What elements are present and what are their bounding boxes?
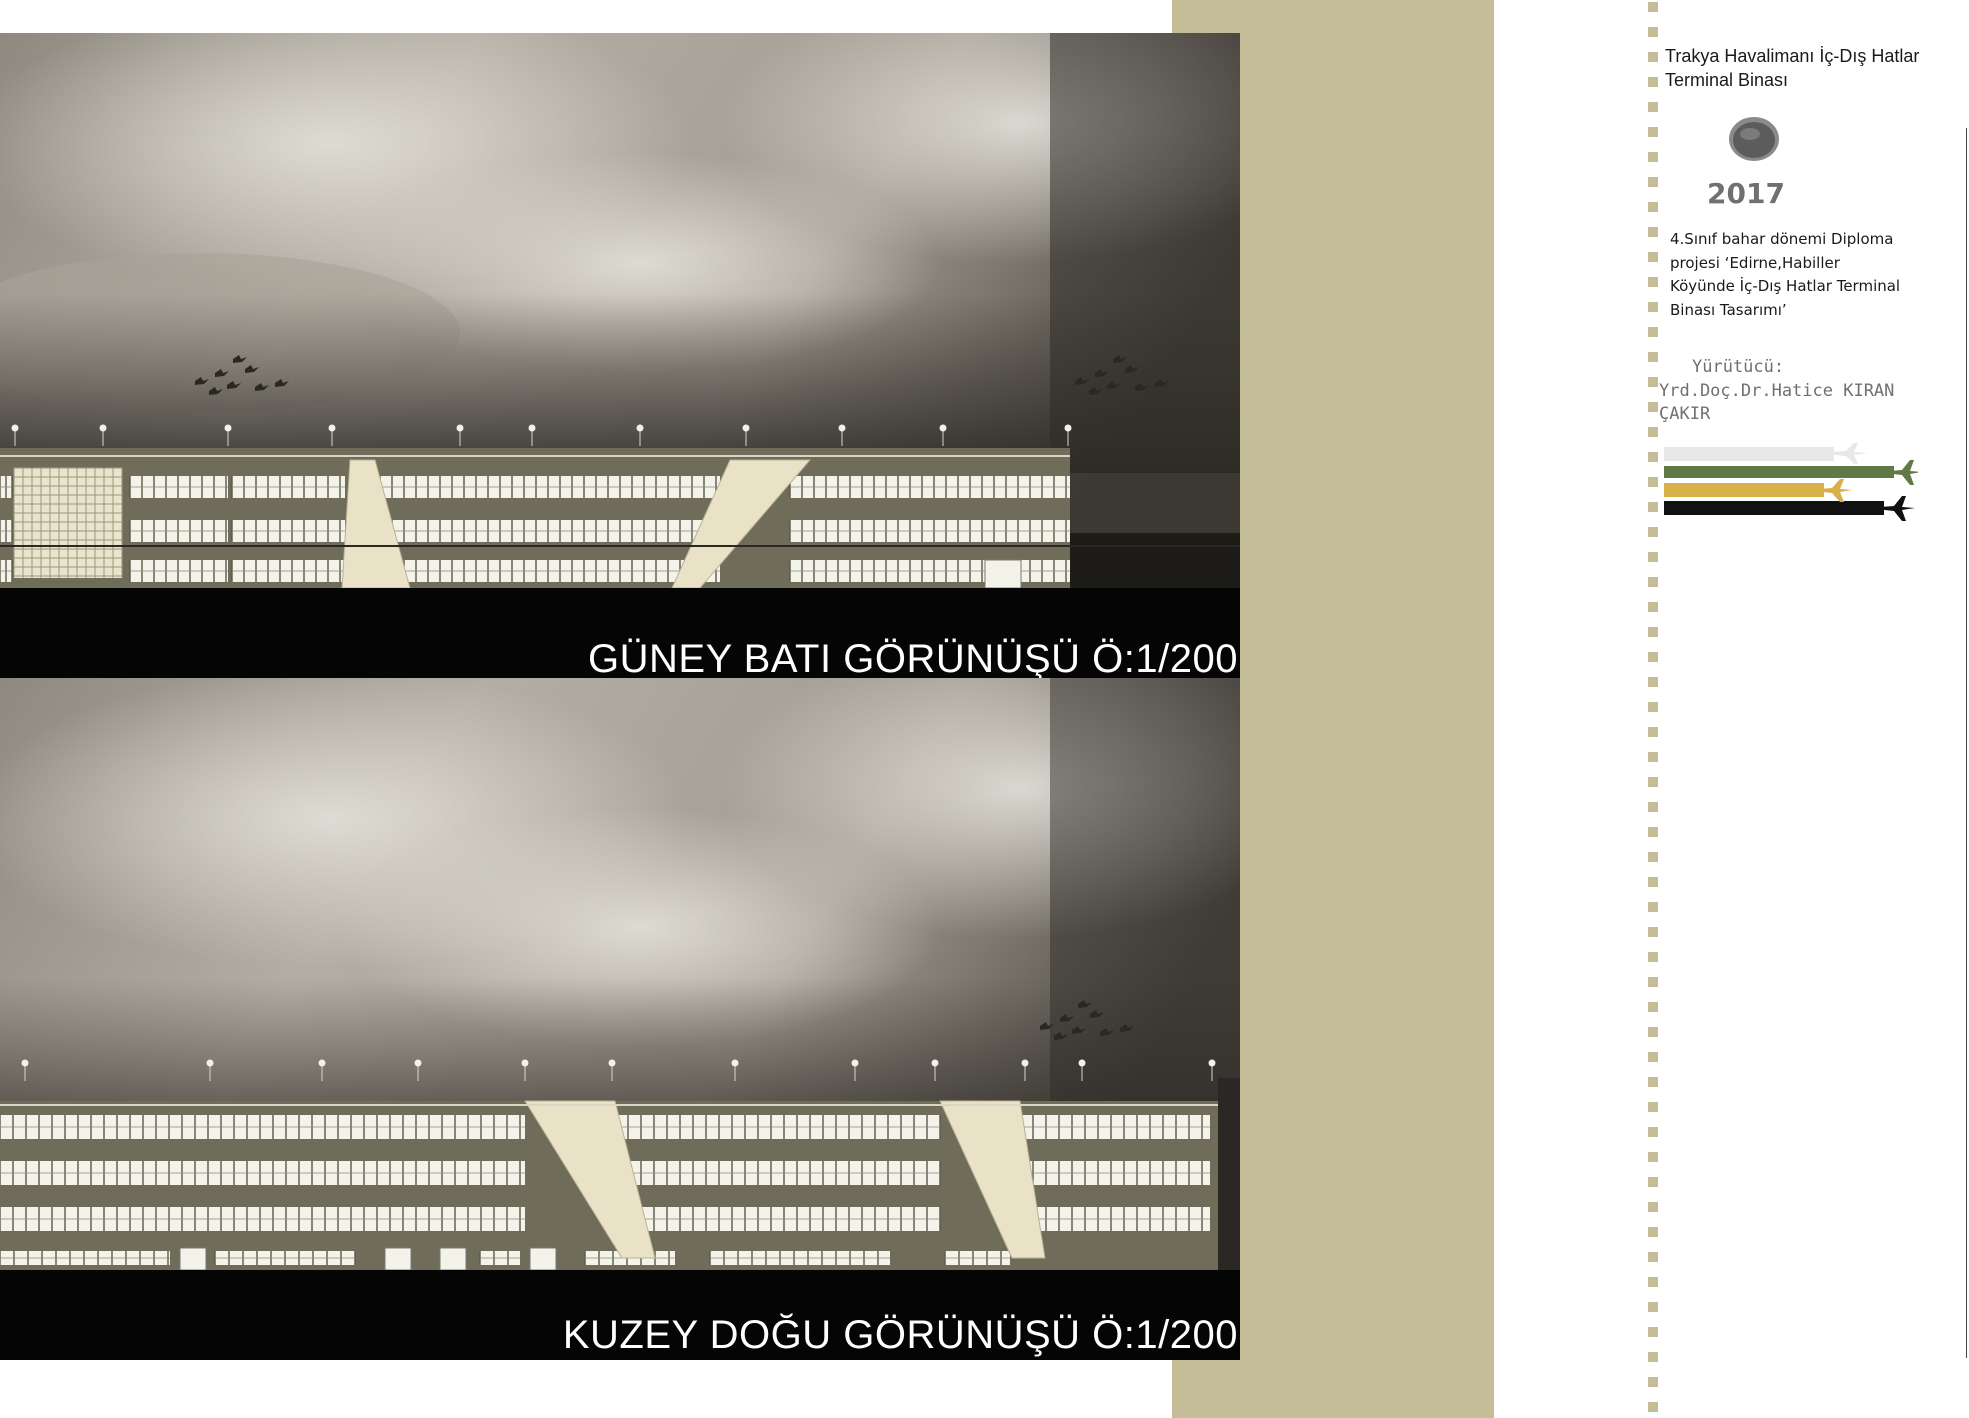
divider-dot <box>1648 502 1658 512</box>
divider-dot <box>1648 1127 1658 1137</box>
divider-dot <box>1648 1177 1658 1187</box>
project-year: 2017 <box>1707 177 1785 210</box>
divider-dot <box>1648 1252 1658 1262</box>
divider-dot <box>1648 1402 1658 1412</box>
divider-dot <box>1648 1077 1658 1087</box>
divider-dot <box>1648 702 1658 712</box>
dotted-divider <box>1648 0 1660 1418</box>
divider-dot <box>1648 377 1658 387</box>
project-description: 4.Sınıf bahar dönemi Diploma projesi ‘Ed… <box>1670 230 1901 319</box>
divider-dot <box>1648 477 1658 487</box>
light-poles <box>11 424 1072 446</box>
birds-icon <box>195 355 289 395</box>
divider-dot <box>1648 602 1658 612</box>
divider-dot <box>1648 652 1658 662</box>
divider-dot <box>1648 277 1658 287</box>
divider-dot <box>1648 152 1658 162</box>
southwest-elevation: GÜNEY BATI GÖRÜNÜŞÜ Ö:1/200 <box>0 33 1240 678</box>
divider-dot <box>1648 227 1658 237</box>
northeast-elevation-drawing <box>0 678 1240 1360</box>
divider-dot <box>1648 877 1658 887</box>
southwest-elevation-title: GÜNEY BATI GÖRÜNÜŞÜ Ö:1/200 <box>588 637 1238 678</box>
right-border-line <box>1966 128 1967 1358</box>
supervisor-name: Yrd.Doç.Dr.Hatice KIRAN ÇAKIR <box>1659 381 1895 424</box>
divider-dot <box>1648 127 1658 137</box>
divider-dot <box>1648 952 1658 962</box>
northeast-elevation-title: KUZEY DOĞU GÖRÜNÜŞÜ Ö:1/200 <box>562 1313 1238 1357</box>
divider-dot <box>1648 77 1658 87</box>
divider-dot <box>1648 1102 1658 1112</box>
divider-dot <box>1648 427 1658 437</box>
supervisor-label: Yürütücü: <box>1692 357 1785 377</box>
divider-dot <box>1648 677 1658 687</box>
divider-dot <box>1648 1377 1658 1387</box>
divider-dot <box>1648 852 1658 862</box>
divider-dot <box>1648 527 1658 537</box>
divider-dot <box>1648 202 1658 212</box>
divider-dot <box>1648 927 1658 937</box>
divider-dot <box>1648 802 1658 812</box>
birds-icon <box>1040 1000 1134 1040</box>
divider-dot <box>1648 1352 1658 1362</box>
project-title: Trakya Havalimanı İç-Dış Hatlar Terminal… <box>1665 46 1920 90</box>
birds-icon <box>1075 355 1169 395</box>
divider-dot <box>1648 452 1658 462</box>
divider-dot <box>1648 327 1658 337</box>
divider-dot <box>1648 1152 1658 1162</box>
divider-dot <box>1648 827 1658 837</box>
divider-dot <box>1648 402 1658 412</box>
divider-dot <box>1648 902 1658 912</box>
southwest-elevation-drawing <box>0 33 1240 678</box>
divider-dot <box>1648 727 1658 737</box>
divider-dot <box>1648 1227 1658 1237</box>
divider-dot <box>1648 1002 1658 1012</box>
divider-dot <box>1648 777 1658 787</box>
divider-dot <box>1648 252 1658 262</box>
divider-dot <box>1648 302 1658 312</box>
divider-dot <box>1648 1302 1658 1312</box>
divider-dot <box>1648 1202 1658 1212</box>
divider-dot <box>1648 352 1658 362</box>
divider-dot <box>1648 102 1658 112</box>
divider-dot <box>1648 752 1658 762</box>
divider-dot <box>1648 977 1658 987</box>
divider-dot <box>1648 577 1658 587</box>
divider-dot <box>1648 627 1658 637</box>
divider-dot <box>1648 27 1658 37</box>
light-poles <box>21 1059 1216 1081</box>
divider-dot <box>1648 552 1658 562</box>
divider-dot <box>1648 1052 1658 1062</box>
divider-dot <box>1648 177 1658 187</box>
divider-dot <box>1648 1277 1658 1287</box>
divider-dot <box>1648 2 1658 12</box>
airplane-icon <box>1664 443 1918 521</box>
logo-icon <box>1729 117 1779 161</box>
divider-dot <box>1648 1327 1658 1337</box>
divider-dot <box>1648 1027 1658 1037</box>
divider-dot <box>1648 52 1658 62</box>
northeast-elevation: KUZEY DOĞU GÖRÜNÜŞÜ Ö:1/200 <box>0 678 1240 1360</box>
